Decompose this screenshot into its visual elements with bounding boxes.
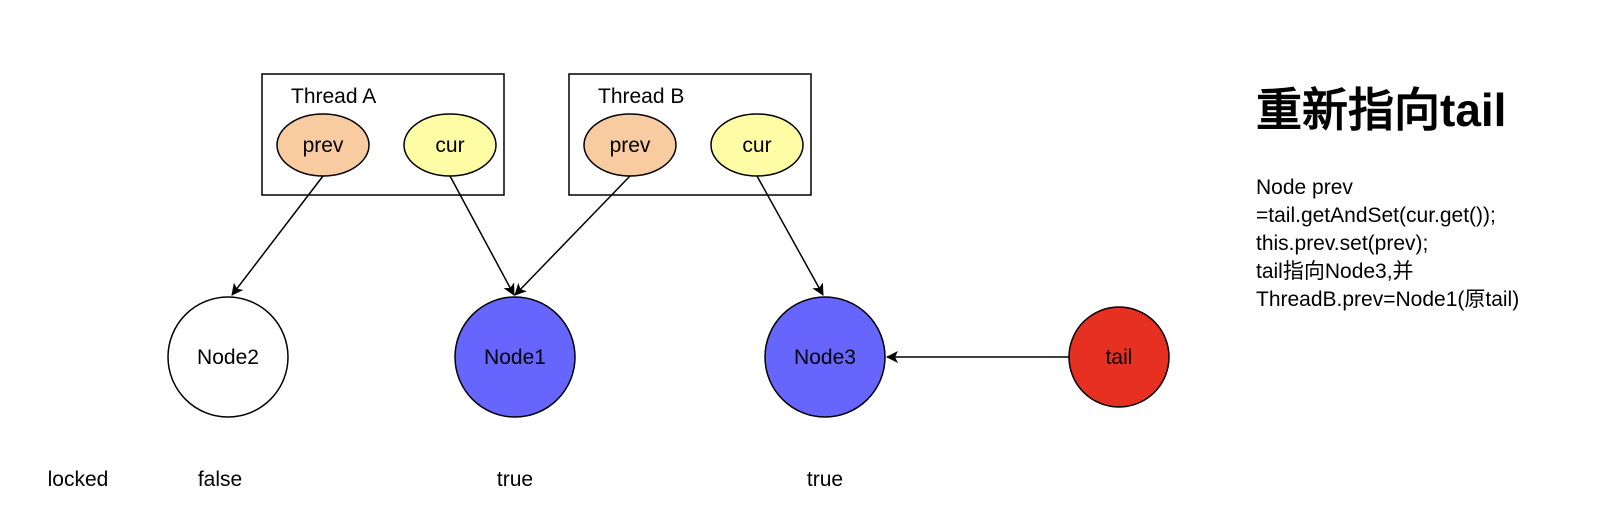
- thread-a-cur-label: cur: [435, 134, 464, 157]
- code-line: ThreadB.prev=Node1(原tail): [1256, 288, 1520, 311]
- node2-locked-value: false: [198, 468, 242, 491]
- arrow-thread-a-cur-to-node1: [449, 175, 515, 296]
- code-line: this.prev.set(prev);: [1256, 232, 1429, 255]
- thread-a-cur-pointer: cur: [403, 113, 497, 177]
- thread-b-title: Thread B: [598, 85, 684, 108]
- tail-label: tail: [1106, 346, 1133, 369]
- thread-a-box: Thread A prev cur: [261, 73, 505, 196]
- arrow-thread-b-prev-to-node1: [514, 175, 631, 296]
- thread-b-box: Thread B prev cur: [568, 73, 812, 196]
- thread-b-cur-label: cur: [742, 134, 771, 157]
- tail-node: tail: [1068, 306, 1170, 408]
- code-line: =tail.getAndSet(cur.get());: [1256, 204, 1496, 227]
- thread-a-prev-pointer: prev: [276, 113, 370, 177]
- arrow-thread-a-prev-to-node2: [231, 175, 324, 296]
- locked-row-label: locked: [48, 468, 109, 491]
- thread-a-title: Thread A: [291, 85, 376, 108]
- arrow-thread-b-cur-to-node3: [756, 175, 824, 296]
- thread-b-cur-pointer: cur: [710, 113, 804, 177]
- thread-b-prev-pointer: prev: [583, 113, 677, 177]
- node3-locked-value: true: [807, 468, 843, 491]
- explanation-code: Node prev =tail.getAndSet(cur.get()); th…: [1256, 174, 1519, 314]
- node1-locked-value: true: [497, 468, 533, 491]
- node3-label: Node3: [794, 346, 856, 369]
- thread-a-prev-label: prev: [303, 134, 344, 157]
- thread-b-prev-label: prev: [610, 134, 651, 157]
- node2-label: Node2: [197, 346, 259, 369]
- code-line: Node prev: [1256, 176, 1353, 199]
- code-line: tail指向Node3,并: [1256, 260, 1414, 283]
- node1-label: Node1: [484, 346, 546, 369]
- explanation-heading: 重新指向tail: [1256, 84, 1507, 136]
- node2: Node2: [167, 296, 289, 418]
- node1: Node1: [454, 296, 576, 418]
- node3: Node3: [764, 296, 886, 418]
